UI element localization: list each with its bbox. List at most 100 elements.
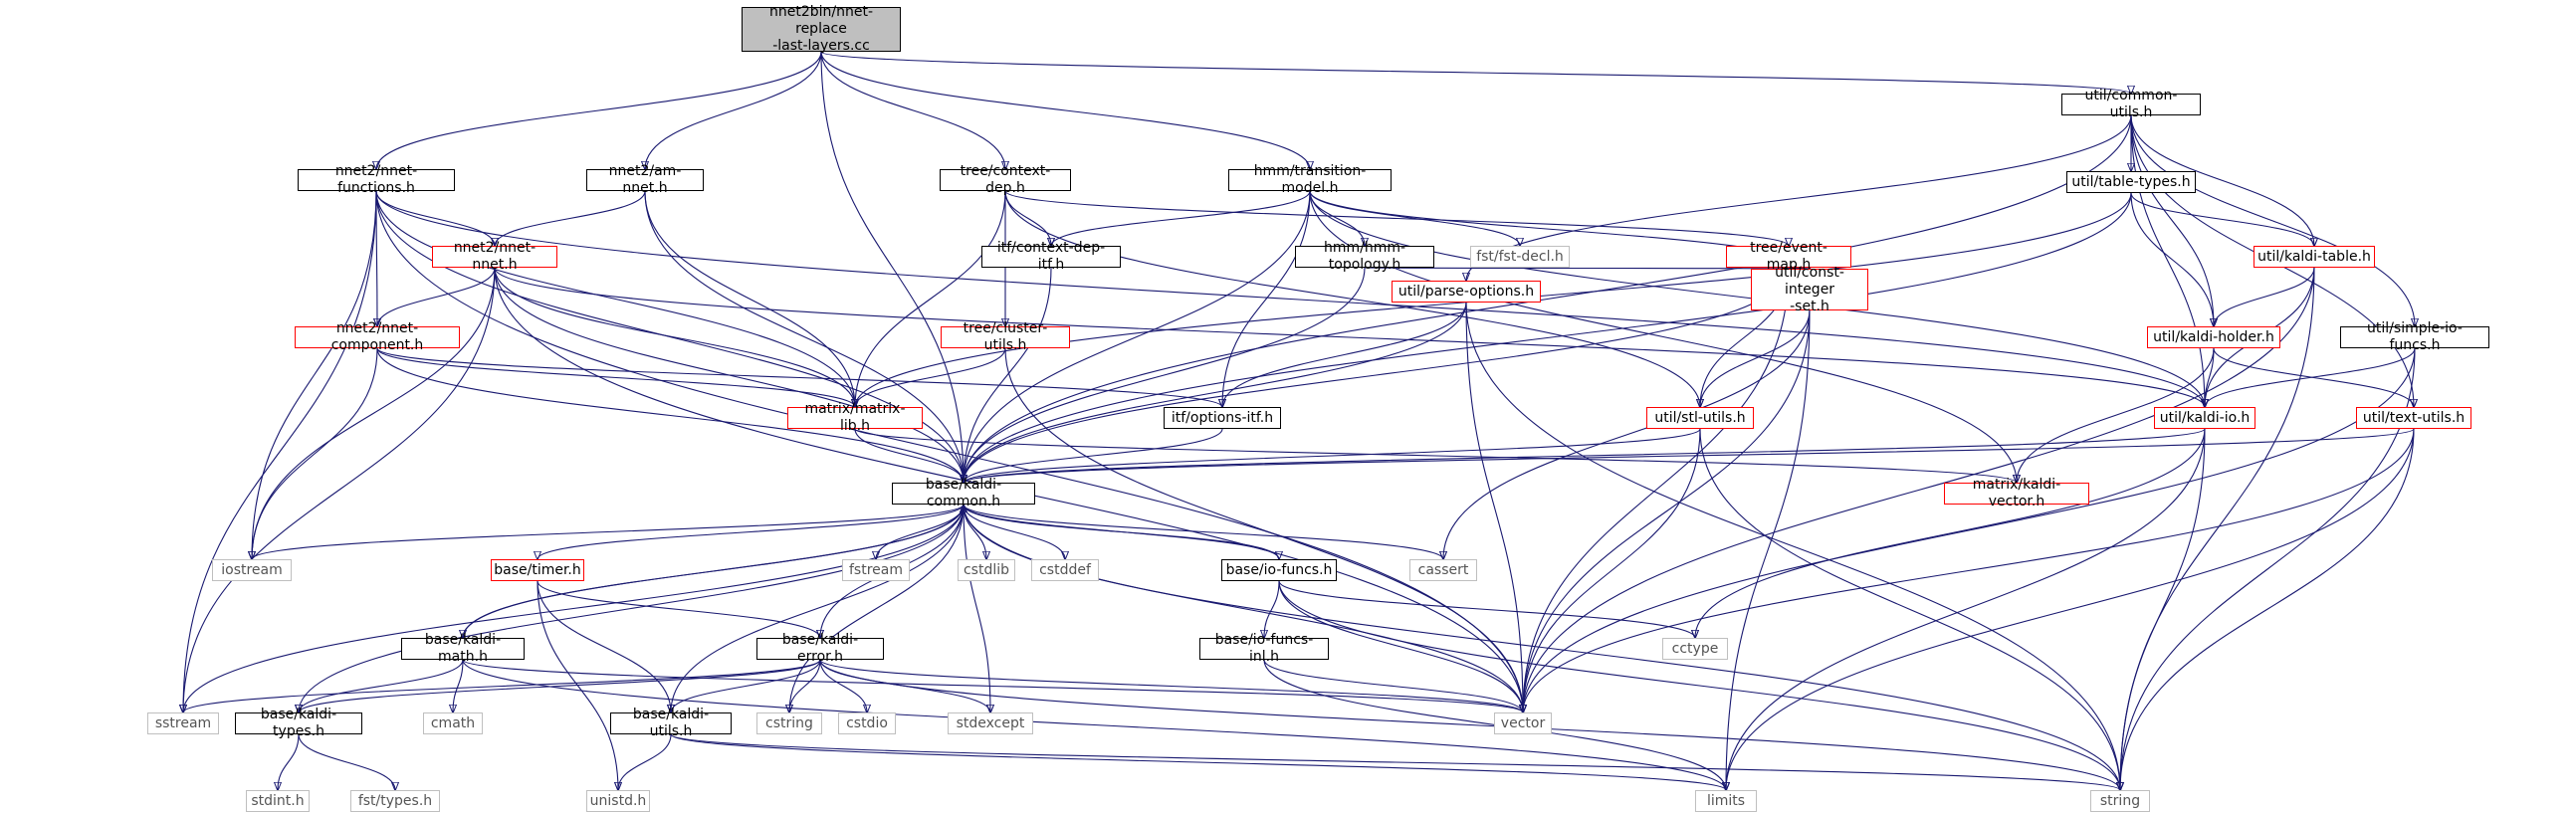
edge-kaldi-utils-to-limits xyxy=(670,733,1726,790)
edge-common-utils-to-kaldi-common xyxy=(964,114,2132,483)
node-iostream: iostream xyxy=(212,559,292,581)
edge-text-utils-to-string xyxy=(2120,428,2415,790)
edge-nnet-functions-to-nnet-component xyxy=(376,190,377,326)
node-nnet-component[interactable]: nnet2/nnet-component.h xyxy=(295,320,460,353)
node-root[interactable]: nnet2bin/nnet-replace -last-layers.cc xyxy=(742,4,901,54)
edge-event-map-to-kaldi-common xyxy=(964,267,1790,483)
edge-matrix-lib-to-kaldi-vector xyxy=(854,428,2017,483)
node-common-utils[interactable]: util/common-utils.h xyxy=(2061,88,2201,120)
node-parse-options[interactable]: util/parse-options.h xyxy=(1392,281,1541,303)
node-kaldi-common[interactable]: base/kaldi-common.h xyxy=(892,477,1035,509)
edge-io-funcs-inl-to-vector xyxy=(1263,659,1523,712)
edge-kaldi-error-to-cstring xyxy=(789,659,821,712)
edge-io-funcs-to-io-funcs-inl xyxy=(1264,580,1280,638)
node-kaldi-math[interactable]: base/kaldi-math.h xyxy=(401,632,525,665)
node-fst-types: fst/types.h xyxy=(350,790,440,812)
edge-simple-io-funcs-to-kaldi-io xyxy=(2205,347,2416,407)
edge-transition-model-to-kaldi-vector xyxy=(1309,190,2017,483)
edge-parse-options-to-kaldi-common xyxy=(964,302,1467,483)
edge-kaldi-table-to-kaldi-holder xyxy=(2214,267,2315,326)
edge-cluster-utils-to-matrix-lib xyxy=(855,347,1006,407)
edge-kaldi-error-to-vector xyxy=(819,659,1523,712)
edge-kaldi-math-to-cmath xyxy=(453,659,464,712)
node-table-types[interactable]: util/table-types.h xyxy=(2066,171,2196,193)
node-context-dep-itf[interactable]: itf/context-dep-itf.h xyxy=(981,240,1121,273)
node-io-funcs[interactable]: base/io-funcs.h xyxy=(1221,559,1337,581)
edge-text-utils-to-limits xyxy=(1726,428,2415,790)
node-nnet-nnet[interactable]: nnet2/nnet-nnet.h xyxy=(432,240,557,273)
edge-kaldi-common-to-sstream xyxy=(183,504,965,712)
node-options-itf[interactable]: itf/options-itf.h xyxy=(1164,407,1281,429)
edge-kaldi-math-to-kaldi-common xyxy=(462,505,964,639)
edge-kaldi-io-to-cctype xyxy=(1695,428,2206,638)
node-text-utils[interactable]: util/text-utils.h xyxy=(2356,407,2471,429)
edge-am-nnet-to-kaldi-common xyxy=(644,190,964,483)
node-cassert: cassert xyxy=(1409,559,1477,581)
edge-context-dep-itf-to-kaldi-common xyxy=(964,267,1052,483)
node-const-integer-set[interactable]: util/const-integer -set.h xyxy=(1751,265,1868,314)
edge-stl-utils-to-kaldi-common xyxy=(964,428,1701,483)
edge-kaldi-error-to-cstdio xyxy=(819,659,867,712)
edge-root-to-context-dep xyxy=(820,51,1005,169)
edge-nnet-nnet-to-sstream xyxy=(183,267,496,712)
node-stl-utils[interactable]: util/stl-utils.h xyxy=(1646,407,1754,429)
edge-kaldi-types-to-stdint xyxy=(278,733,300,790)
edge-kaldi-holder-to-kaldi-vector xyxy=(2017,347,2215,483)
edge-simple-io-funcs-to-vector xyxy=(1523,347,2416,712)
edge-const-integer-set-to-vector xyxy=(1523,309,1811,712)
node-kaldi-io[interactable]: util/kaldi-io.h xyxy=(2154,407,2255,429)
edge-nnet-functions-to-sstream xyxy=(183,190,377,712)
node-cluster-utils[interactable]: tree/cluster-utils.h xyxy=(941,320,1070,353)
edge-kaldi-common-to-cassert xyxy=(963,504,1443,559)
edge-simple-io-funcs-to-string xyxy=(2120,347,2416,790)
edge-am-nnet-to-nnet-nnet xyxy=(495,190,646,246)
edge-const-integer-set-to-limits xyxy=(1726,309,1811,790)
node-kaldi-vector[interactable]: matrix/kaldi-vector.h xyxy=(1944,477,2089,509)
edge-common-utils-to-kaldi-holder xyxy=(2130,114,2214,326)
node-io-funcs-inl[interactable]: base/io-funcs-inl.h xyxy=(1199,632,1329,665)
node-hmm-topology[interactable]: hmm/hmm-topology.h xyxy=(1295,240,1434,273)
edge-event-map-to-const-integer-set xyxy=(1788,268,1810,269)
edge-transition-model-to-fst-decl xyxy=(1309,190,1520,246)
node-fstream: fstream xyxy=(842,559,910,581)
node-kaldi-types[interactable]: base/kaldi-types.h xyxy=(235,707,362,739)
edge-matrix-lib-to-kaldi-common xyxy=(854,428,964,483)
node-cstdlib: cstdlib xyxy=(958,559,1015,581)
node-kaldi-holder[interactable]: util/kaldi-holder.h xyxy=(2147,326,2280,348)
edge-kaldi-io-to-limits xyxy=(1726,428,2206,790)
edge-kaldi-common-to-cstddef xyxy=(963,504,1065,559)
node-kaldi-table[interactable]: util/kaldi-table.h xyxy=(2254,246,2375,268)
edge-hmm-topology-to-kaldi-common xyxy=(964,267,1366,483)
edge-nnet-nnet-to-kaldi-io xyxy=(494,267,2205,407)
edge-text-utils-to-vector xyxy=(1523,428,2415,712)
edge-options-itf-to-kaldi-common xyxy=(964,428,1223,483)
edge-root-to-common-utils xyxy=(820,51,2131,94)
node-am-nnet[interactable]: nnet2/am-nnet.h xyxy=(586,163,704,196)
node-kaldi-error[interactable]: base/kaldi-error.h xyxy=(756,632,884,665)
edge-hmm-topology-to-const-integer-set xyxy=(1364,268,1810,269)
edge-common-utils-to-simple-io-funcs xyxy=(2130,114,2415,326)
node-matrix-lib[interactable]: matrix/matrix-lib.h xyxy=(787,401,923,434)
node-context-dep[interactable]: tree/context-dep.h xyxy=(940,163,1071,196)
edge-kaldi-error-to-sstream xyxy=(183,659,821,712)
edge-kaldi-math-to-kaldi-types xyxy=(299,659,464,712)
node-nnet-functions[interactable]: nnet2/nnet-functions.h xyxy=(298,163,455,196)
node-string: string xyxy=(2090,790,2150,812)
edge-io-funcs-to-vector xyxy=(1278,580,1523,712)
edge-transition-model-to-options-itf xyxy=(1222,190,1311,407)
edge-nnet-nnet-to-nnet-component xyxy=(377,267,496,326)
edge-kaldi-common-to-timer xyxy=(537,504,965,559)
edge-nnet-functions-to-nnet-nnet xyxy=(375,190,495,246)
edge-kaldi-error-to-string xyxy=(819,659,2120,790)
node-cmath: cmath xyxy=(423,712,483,734)
node-transition-model[interactable]: hmm/transition-model.h xyxy=(1228,163,1392,196)
node-simple-io-funcs[interactable]: util/simple-io-funcs.h xyxy=(2340,320,2489,353)
node-timer[interactable]: base/timer.h xyxy=(491,559,584,581)
edge-kaldi-math-to-vector xyxy=(462,659,1523,712)
edge-kaldi-common-to-stdexcept xyxy=(963,504,990,712)
edge-common-utils-to-kaldi-io xyxy=(2130,114,2205,407)
edge-root-to-nnet-functions xyxy=(376,51,822,169)
edge-kaldi-common-to-iostream xyxy=(252,504,965,559)
node-kaldi-utils[interactable]: base/kaldi-utils.h xyxy=(610,707,732,739)
